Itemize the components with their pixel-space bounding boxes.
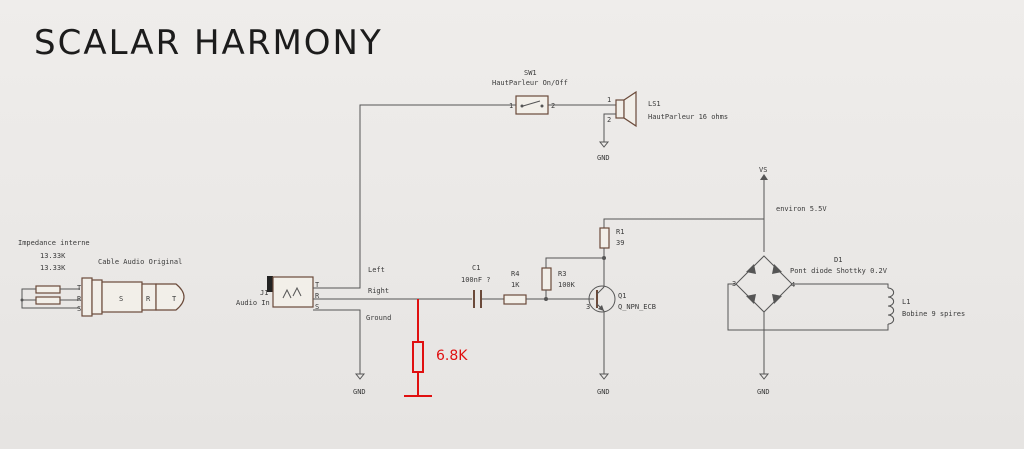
wire-left-to-sw1 <box>359 104 516 268</box>
c1-value: 100nF ? <box>461 276 491 284</box>
right-label: Right <box>368 287 389 295</box>
resistor-r4: R4 1K <box>503 270 527 305</box>
plug-pin-s: S <box>77 305 81 313</box>
junction-collector <box>602 256 606 260</box>
r1-value: 39 <box>616 239 624 247</box>
impedance-r2-value: 13.33K <box>40 264 66 272</box>
q1-ref: Q1 <box>618 292 626 300</box>
sw1-pin1: 1 <box>509 102 513 110</box>
plug-body-t: T <box>172 295 177 303</box>
audio-jack-j1: J1 Audio In T R S <box>236 276 320 311</box>
ls1-pin1: 1 <box>607 96 611 104</box>
ls1-value: HautParleur 16 ohms <box>648 113 728 121</box>
r3-ref: R3 <box>558 270 566 278</box>
c1-ref: C1 <box>472 264 480 272</box>
ls1-pin2: 2 <box>607 116 611 124</box>
j1-pin-r: R <box>315 292 320 300</box>
vs-label: VS <box>759 166 767 174</box>
left-label: Left <box>368 266 385 274</box>
l1-value: Bobine 9 spires <box>902 310 965 318</box>
j1-pin-t: T <box>315 281 320 289</box>
impedance-label: Impedance interne <box>18 239 90 247</box>
capacitor-c1: C1 100nF ? <box>461 264 491 308</box>
plug-body-r: R <box>146 295 151 303</box>
j1-value: Audio In <box>236 299 270 307</box>
ls1-ref: LS1 <box>648 100 661 108</box>
wire-left <box>313 268 361 289</box>
wire-vs-to-r1 <box>603 218 764 228</box>
wire-ground <box>313 309 361 374</box>
added-resistor-label: 6.8K <box>436 348 468 364</box>
r4-ref: R4 <box>511 270 519 278</box>
inductor-l1: L1 Bobine 9 spires <box>887 287 965 325</box>
wire-d1-pin3-to-l1 <box>727 283 889 331</box>
environ-label: environ 5.5V <box>776 205 827 213</box>
plug-pin-t: T <box>77 284 82 292</box>
gnd-symbol-q1: GND <box>597 373 610 396</box>
wire-d1-pin4-to-l1 <box>792 283 889 288</box>
r1-ref: R1 <box>616 228 624 236</box>
impedance-r1-value: 13.33K <box>40 252 66 260</box>
added-resistor-annotation: 6.8K <box>404 299 468 397</box>
q1-pin3: 3 <box>586 303 590 311</box>
l1-ref: L1 <box>902 298 910 306</box>
j1-pin-s: S <box>315 303 319 311</box>
gnd-symbol-ls1: GND <box>597 141 610 162</box>
gnd-ls-label: GND <box>597 154 610 162</box>
impedance-resistors <box>20 285 80 309</box>
sw1-pin2: 2 <box>551 102 555 110</box>
switch-sw1: SW1 HautParleur On/Off 1 2 <box>492 69 568 115</box>
page-title: SCALAR HARMONY <box>34 23 383 63</box>
cable-label: Cable Audio Original <box>98 258 182 266</box>
sw1-ref: SW1 <box>524 69 537 77</box>
resistor-r3: R3 100K <box>541 267 576 291</box>
gnd-q1-label: GND <box>597 388 610 396</box>
speaker-ls1: LS1 HautParleur 16 ohms 1 2 <box>607 90 728 128</box>
audio-plug: T R S S R T <box>77 277 185 317</box>
sw1-value: HautParleur On/Off <box>492 79 568 87</box>
plug-body-s: S <box>119 295 123 303</box>
gnd-d1-label: GND <box>757 388 770 396</box>
vs-power-symbol: VS <box>759 166 768 180</box>
resistor-r1: R1 39 <box>599 227 624 249</box>
wire-ls1-to-gnd <box>603 113 616 142</box>
d1-pin4: 4 <box>791 281 795 289</box>
r3-value: 100K <box>558 281 576 289</box>
gnd-j1-label: GND <box>353 388 366 396</box>
q1-value: Q_NPN_ECB <box>618 303 656 311</box>
d1-value: Pont diode Shottky 0.2V <box>790 267 888 275</box>
gnd-symbol-j1: GND <box>353 373 366 396</box>
transistor-q1: Q1 Q_NPN_ECB 3 <box>586 285 656 313</box>
wire-r3-to-collector <box>545 257 604 268</box>
ground-label: Ground <box>366 314 391 322</box>
j1-ref: J1 <box>260 289 268 297</box>
d1-ref: D1 <box>834 256 842 264</box>
gnd-symbol-d1: GND <box>757 373 770 396</box>
r4-value: 1K <box>511 281 520 289</box>
plug-pin-r: R <box>77 295 82 303</box>
